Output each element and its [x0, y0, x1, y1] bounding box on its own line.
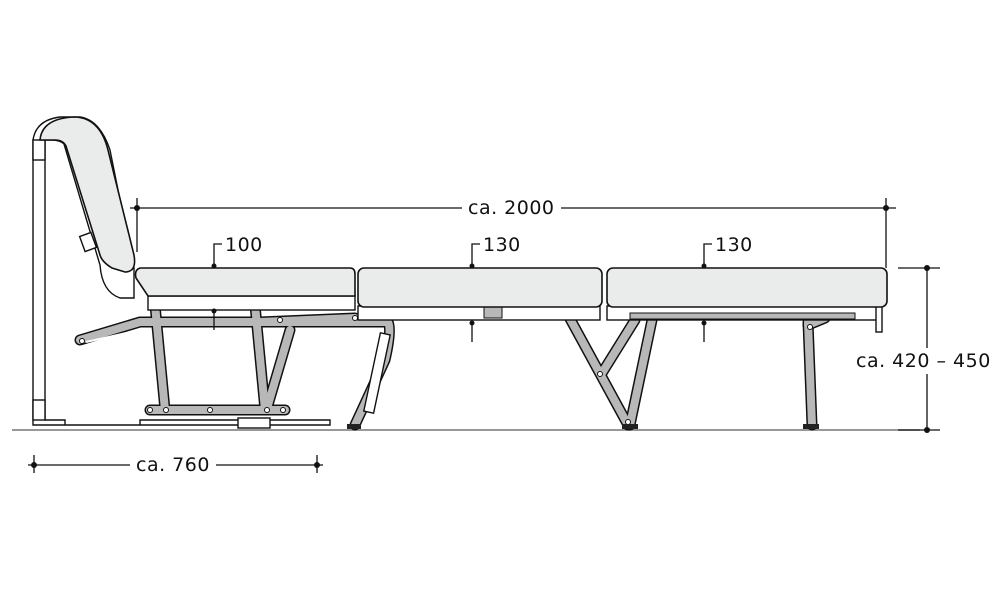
seat-frame-2 — [357, 305, 601, 321]
backrest-bracket — [78, 231, 98, 253]
seat-cushion-1 — [134, 267, 356, 297]
cushion-3-thickness-label: 130 — [715, 234, 753, 256]
depth-label: ca. 760 — [130, 454, 216, 476]
seat-cushion-3 — [606, 267, 888, 308]
seat-cushion-2 — [357, 267, 603, 308]
backrest-cushion — [39, 116, 136, 273]
thickness-markers — [211, 243, 712, 342]
cushion-1-thickness-label: 100 — [225, 234, 263, 256]
seat-frame-1 — [147, 295, 356, 311]
metal-frame — [74, 299, 831, 431]
height-label: ca. 420 – 450 — [854, 348, 993, 374]
cushion-2-thickness-label: 130 — [483, 234, 521, 256]
total-length-label: ca. 2000 — [462, 197, 561, 219]
seat-hinge — [483, 306, 503, 319]
